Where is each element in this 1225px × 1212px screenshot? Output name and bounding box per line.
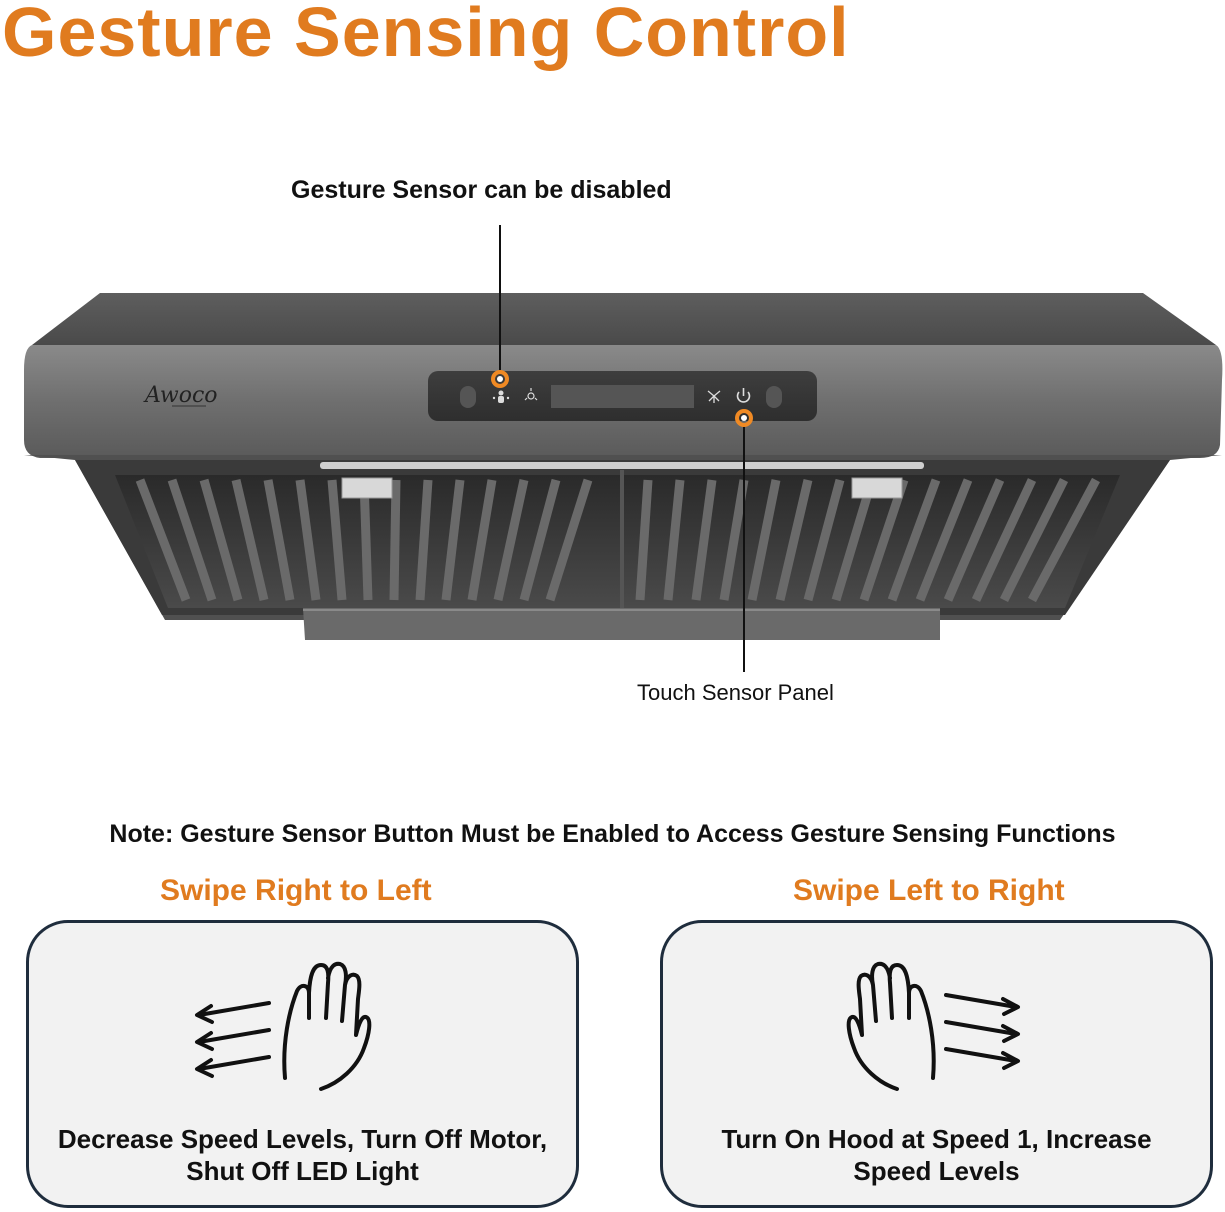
hand-swipe-left-icon <box>195 961 372 1091</box>
light-button-icon <box>524 388 538 401</box>
fan-button-icon <box>707 390 721 403</box>
filter-slats <box>135 477 1100 603</box>
gesture-heading-right: Swipe Left to Right <box>793 874 1065 907</box>
gesture-description-right-line1: Turn On Hood at Speed 1, Increase <box>721 1124 1152 1154</box>
gesture-sensor-button-icon <box>492 390 510 403</box>
gesture-sensor-marker <box>491 370 509 388</box>
range-hood-image: Awoco <box>24 225 1223 672</box>
gesture-description-left-line1: Decrease Speed Levels, Turn Off Motor, <box>57 1124 548 1154</box>
gesture-sensor-callout: Gesture Sensor can be disabled <box>291 176 672 204</box>
gesture-card-swipe-right: Turn On Hood at Speed 1, Increase Speed … <box>660 920 1213 1208</box>
gesture-description-left-line2: Shut Off LED Light <box>186 1156 419 1186</box>
touch-panel-callout: Touch Sensor Panel <box>637 680 834 705</box>
hand-swipe-right-icon <box>846 961 1020 1091</box>
gesture-card-swipe-left: Decrease Speed Levels, Turn Off Motor, S… <box>26 920 579 1208</box>
hood-top <box>32 293 1216 345</box>
gesture-heading-left: Swipe Right to Left <box>160 874 432 907</box>
page-title: Gesture Sensing Control <box>2 0 850 71</box>
touch-panel-marker <box>735 409 753 427</box>
led-light-strip <box>320 462 924 469</box>
brand-logo: Awoco <box>143 383 218 408</box>
hood-visor <box>303 608 940 640</box>
filter-handle-left <box>341 477 393 499</box>
gesture-description-right-line2: Speed Levels <box>853 1156 1020 1186</box>
display-screen <box>551 385 694 408</box>
filter-handle-right <box>851 477 903 499</box>
note-text: Note: Gesture Sensor Button Must be Enab… <box>109 820 1116 848</box>
power-button-icon <box>736 388 751 403</box>
